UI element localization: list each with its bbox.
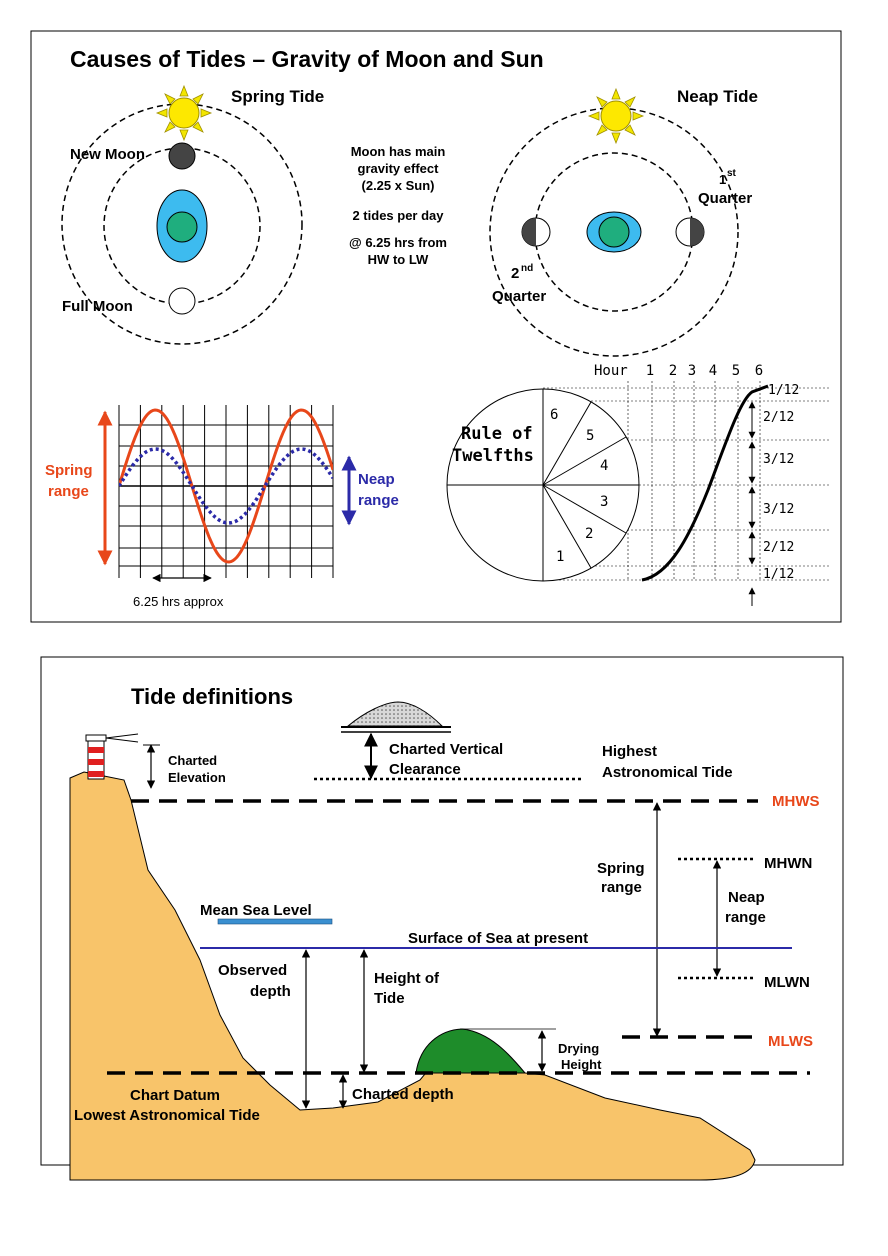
info-line: 2 tides per day [352, 208, 444, 223]
fraction-label: 3/12 [763, 452, 794, 467]
second-quarter-label: Quarter [492, 288, 546, 305]
spring-range-label: Spring [597, 860, 645, 877]
observed-depth-label: Observed [218, 962, 287, 979]
neap-range-label: Neap [358, 471, 395, 488]
spring-tide-diagram: Spring Tide New Moon Full Moon [61, 84, 324, 345]
neap-range-label: Neap [728, 889, 765, 906]
vertical-clearance-label: Clearance [389, 761, 461, 778]
bridge-icon [341, 701, 451, 733]
tide-info-text: Moon has main gravity effect (2.25 x Sun… [349, 144, 447, 267]
vertical-clearance-label: Charted Vertical [389, 741, 503, 758]
fraction-label: 2/12 [763, 410, 794, 425]
lighthouse-icon [85, 733, 139, 780]
segment-label: 4 [600, 458, 608, 474]
fraction-label: 1/12 [763, 567, 794, 582]
panel-1-title: Causes of Tides – Gravity of Moon and Su… [70, 46, 544, 72]
fraction-label: 2/12 [763, 540, 794, 555]
hour-number: 6 [755, 363, 763, 379]
first-quarter-suffix: st [727, 168, 737, 179]
hour-number: 1 [646, 363, 654, 379]
observed-depth-label: depth [250, 983, 291, 1000]
hour-number: 2 [669, 363, 677, 379]
spring-tide-heading: Spring Tide [231, 87, 324, 106]
second-quarter-suffix: nd [521, 263, 533, 274]
twelfths-grid [543, 381, 830, 581]
first-quarter-label: Quarter [698, 190, 752, 207]
fraction-label: 1/12 [768, 383, 799, 398]
info-line: HW to LW [368, 252, 429, 267]
spring-wave [119, 408, 333, 564]
rule-of-twelfths-title: Rule of [461, 424, 533, 444]
panel-2-title: Tide definitions [131, 684, 293, 709]
info-line: (2.25 x Sun) [362, 178, 435, 193]
graph-grid [118, 405, 334, 578]
neap-range-label: range [358, 492, 399, 509]
hat-label: Astronomical Tide [602, 764, 733, 781]
chart-datum-label: Lowest Astronomical Tide [74, 1107, 260, 1124]
new-moon-label: New Moon [70, 146, 145, 163]
segment-label: 5 [586, 428, 594, 444]
new-moon-icon [168, 142, 196, 170]
tide-range-graph: Spring range Neap range 6.25 hrs approx [45, 405, 399, 609]
second-quarter-number: 2 [511, 265, 519, 282]
info-line: Moon has main [351, 144, 446, 159]
hour-number: 3 [688, 363, 696, 379]
quarter-moon-left-icon [521, 217, 551, 247]
hat-label: Highest [602, 743, 657, 760]
fraction-labels: 1/12 2/12 3/12 3/12 2/12 1/12 [763, 383, 799, 582]
drying-rock [415, 1028, 527, 1074]
earth-icon [598, 216, 630, 248]
segment-label: 2 [585, 526, 593, 542]
mhws-label: MHWS [772, 793, 820, 810]
info-line: gravity effect [358, 161, 440, 176]
spring-range-label: range [601, 879, 642, 896]
sun-icon [155, 84, 213, 142]
quarter-moon-right-icon [675, 217, 705, 247]
drying-height-label: Drying [558, 1041, 599, 1056]
mean-sea-level-label: Mean Sea Level [200, 902, 312, 919]
segment-label: 3 [600, 494, 608, 510]
panel-1-frame [30, 30, 842, 623]
neap-range-label: range [725, 909, 766, 926]
tide-curve [641, 384, 769, 582]
seabed-land [69, 771, 756, 1181]
info-line: @ 6.25 hrs from [349, 235, 447, 250]
sea-surface-label: Surface of Sea at present [408, 930, 588, 947]
charted-elevation-label: Elevation [168, 770, 226, 785]
neap-wave [119, 447, 333, 525]
sun-icon [587, 87, 645, 145]
fraction-label: 3/12 [763, 502, 794, 517]
mlwn-label: MLWN [764, 974, 810, 991]
height-of-tide-label: Tide [374, 990, 405, 1007]
mhwn-label: MHWN [764, 855, 812, 872]
drying-height-label: Height [561, 1057, 602, 1072]
twelfths-segments [447, 389, 639, 581]
full-moon-label: Full Moon [62, 298, 133, 315]
full-moon-icon [168, 287, 196, 315]
hour-number: 4 [709, 363, 717, 379]
spring-range-label: range [48, 483, 89, 500]
segment-label: 6 [550, 407, 558, 423]
rule-of-twelfths-title: Twelfths [452, 446, 534, 466]
first-quarter-number: 1 [719, 172, 726, 187]
height-of-tide-label: Height of [374, 970, 440, 987]
segment-label: 1 [556, 549, 564, 565]
hour-number: 5 [732, 363, 740, 379]
spring-range-label: Spring [45, 462, 93, 479]
charted-elevation-label: Charted [168, 753, 217, 768]
hour-label: Hour [594, 363, 628, 379]
mean-sea-level-bar [217, 918, 333, 925]
neap-tide-diagram: Neap Tide 1 st Quarter 2 nd Quarter [489, 87, 758, 357]
period-label: 6.25 hrs approx [133, 594, 224, 609]
chart-datum-label: Chart Datum [130, 1087, 220, 1104]
charted-depth-label: Charted depth [352, 1086, 454, 1103]
neap-tide-heading: Neap Tide [677, 87, 758, 106]
mlws-label: MLWS [768, 1033, 813, 1050]
earth-icon [166, 211, 198, 243]
